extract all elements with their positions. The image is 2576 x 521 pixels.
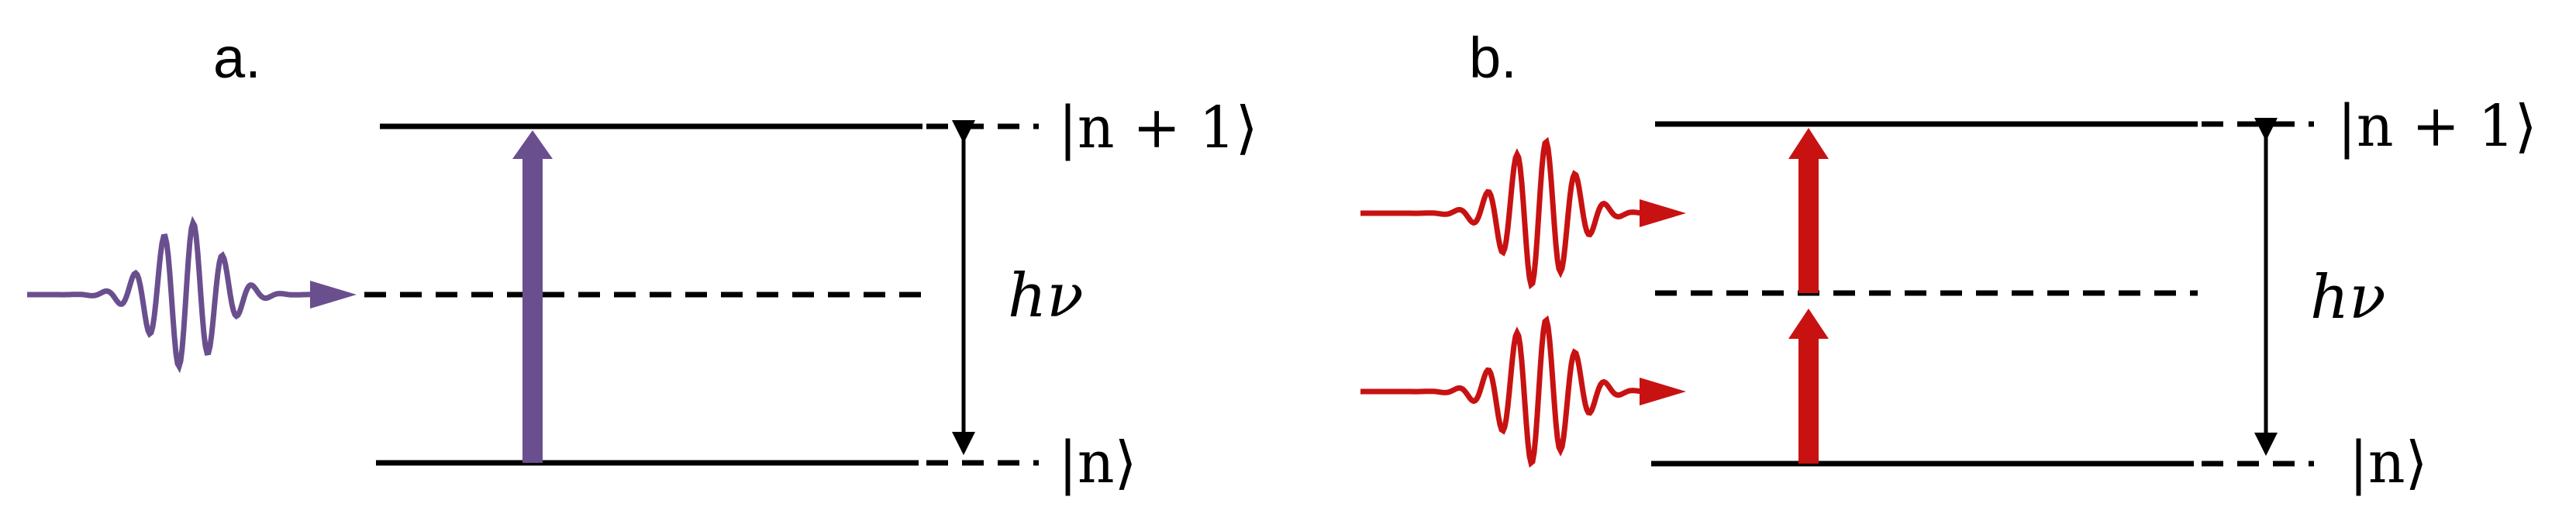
panel-b: b. hν |n + 1⟩ |n⟩	[1360, 26, 2537, 496]
excitation-arrow-b-lower	[1788, 309, 1829, 464]
photon-wave-packet-a	[27, 216, 357, 374]
lower-state-label-a: |n⟩	[1058, 430, 1136, 496]
panel-a: a. hν |n + 1⟩ |n⟩	[27, 26, 1258, 496]
energy-gap-label-a: hν	[1008, 261, 1084, 331]
panel-a-label: a.	[213, 26, 261, 90]
upper-state-label-b: |n + 1⟩	[2337, 93, 2537, 160]
excitation-arrow-b-upper	[1788, 128, 1829, 293]
photon-wave-packet-b-bottom	[1360, 315, 1686, 468]
energy-gap-label-b: hν	[2310, 263, 2386, 333]
panel-b-label: b.	[1469, 26, 1517, 90]
lower-state-label-b: |n⟩	[2349, 430, 2427, 496]
photon-wave-packet-b-top	[1360, 136, 1686, 290]
excitation-arrow-a	[512, 130, 553, 463]
upper-state-label-a: |n + 1⟩	[1058, 95, 1258, 161]
